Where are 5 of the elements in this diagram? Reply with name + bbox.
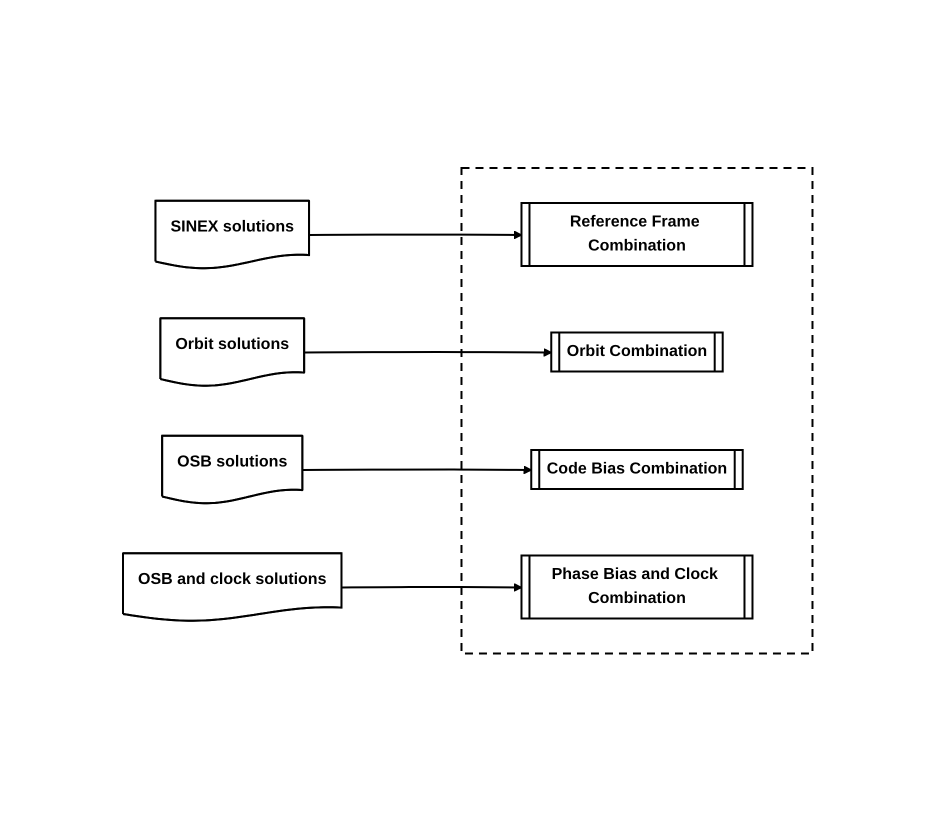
arrow [310, 230, 523, 240]
cluster [460, 167, 814, 655]
arrow [342, 583, 523, 592]
arrow [304, 348, 552, 358]
arrow [303, 466, 532, 475]
